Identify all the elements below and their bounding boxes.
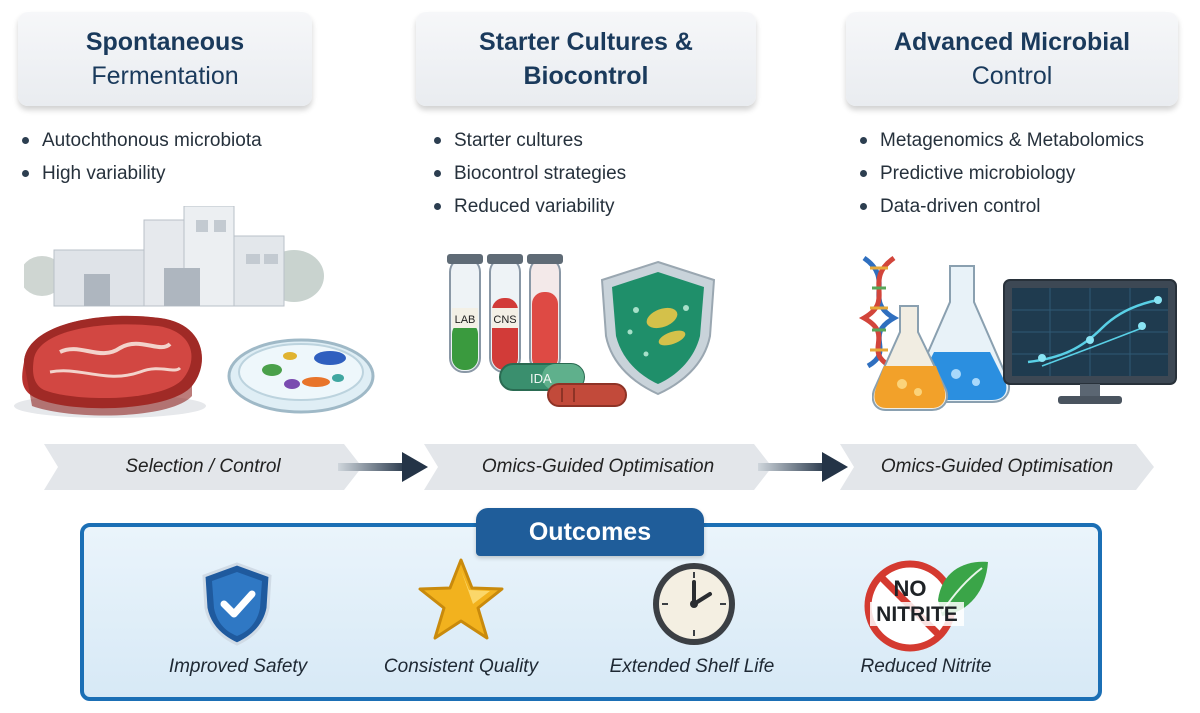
star-icon [418, 558, 504, 640]
outcome-label-shelf-life: Extended Shelf Life [609, 656, 775, 677]
bullet-item: Autochthonous microbiota [20, 124, 262, 157]
outcome-label-quality: Consistent Quality [383, 656, 539, 677]
stage-title-line1: Starter Cultures & [479, 28, 693, 56]
arrow-right-icon [758, 452, 848, 482]
biocontrol-shield-icon [600, 260, 716, 396]
outcomes-title: Outcomes [476, 508, 704, 556]
stage-header-starter-cultures: Starter Cultures & Biocontrol [416, 12, 756, 106]
outcome-label-nitrite: Reduced Nitrite [860, 656, 992, 677]
bullet-item: Reduced variability [432, 190, 626, 223]
capsule-icon: IDA [499, 363, 627, 407]
flasks-icon [872, 265, 1010, 411]
tube-label-cns: CNS [493, 314, 516, 326]
clock-icon [653, 563, 735, 645]
transition-label: Selection / Control [125, 456, 281, 477]
bullet-item: Starter cultures [432, 124, 626, 157]
arrow-right-icon [338, 452, 428, 482]
test-tubes-icon: LAB CNS [447, 254, 563, 373]
bullet-list-starter: Starter cultures Biocontrol strategies R… [432, 124, 626, 223]
outcome-label-safety: Improved Safety [168, 656, 308, 677]
monitor-chart-icon [1003, 279, 1177, 404]
stage-title-line1: Spontaneous [85, 28, 245, 56]
stage-header-spontaneous: Spontaneous Fermentation [18, 12, 312, 106]
no-nitrite-text-nitrite: NITRITE [876, 603, 958, 626]
transition-band-1: Selection / Control [44, 444, 362, 490]
bullet-list-advanced: Metagenomics & Metabolomics Predictive m… [858, 124, 1144, 223]
dna-icon [858, 255, 900, 369]
petri-dish-icon [227, 338, 375, 414]
bullet-item: Data-driven control [858, 190, 1144, 223]
bullet-item: High variability [20, 157, 262, 190]
shield-check-icon [202, 562, 272, 646]
transition-band-3: Omics-Guided Optimisation [840, 444, 1154, 490]
meat-icon [14, 315, 206, 418]
stage-title-line1: Advanced Microbial [893, 28, 1131, 56]
stage-header-advanced-control: Advanced Microbial Control [846, 12, 1178, 106]
capsule-label: IDA [530, 371, 552, 386]
transition-label: Omics-Guided Optimisation [880, 456, 1114, 477]
bullet-item: Predictive microbiology [858, 157, 1144, 190]
stage-title-line2: Biocontrol [523, 62, 649, 90]
bullet-item: Metagenomics & Metabolomics [858, 124, 1144, 157]
tube-label-lab: LAB [455, 314, 476, 326]
transition-band-2: Omics-Guided Optimisation [424, 444, 772, 490]
stage-title-line2: Control [971, 62, 1053, 90]
factory-icon [24, 206, 324, 307]
stage-title-line2: Fermentation [91, 62, 239, 90]
bullet-list-spontaneous: Autochthonous microbiota High variabilit… [20, 124, 262, 190]
bullet-item: Biocontrol strategies [432, 157, 626, 190]
transition-label: Omics-Guided Optimisation [481, 456, 715, 477]
no-nitrite-text-no: NO [894, 576, 927, 601]
no-nitrite-icon: NO NITRITE [864, 560, 988, 652]
